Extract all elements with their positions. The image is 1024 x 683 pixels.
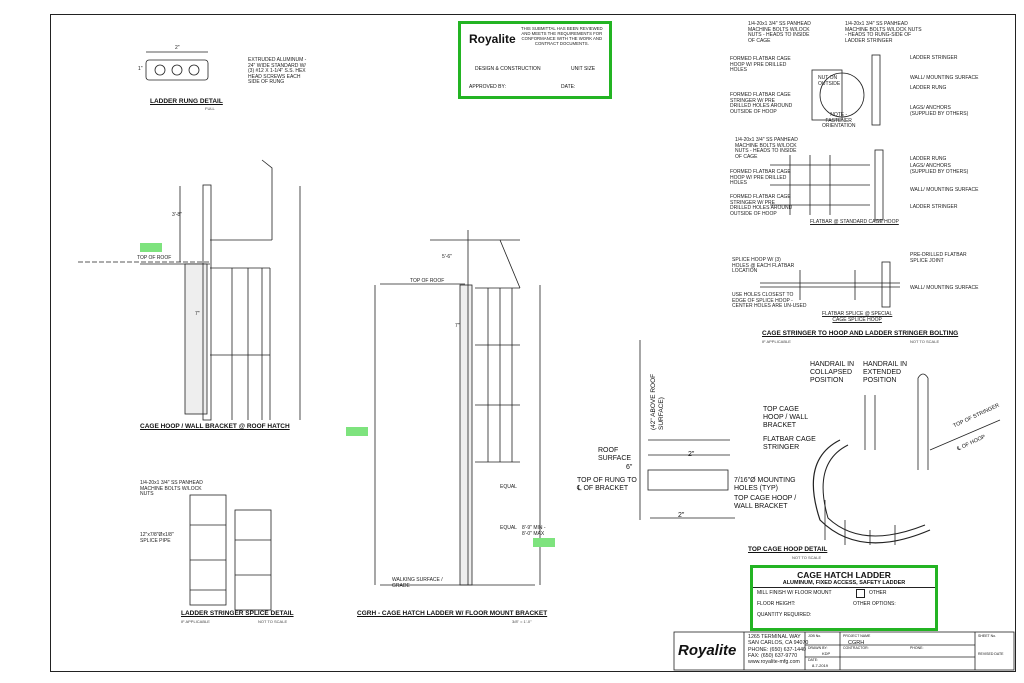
lags-label-2: LAGS/ ANCHORS (SUPPLIED BY OTHERS): [910, 163, 969, 175]
above-roof-label: (42" ABOVE ROOF SURFACE): [650, 373, 665, 430]
floor-height-label: FLOOR HEIGHT:: [757, 601, 796, 607]
mill-finish-option[interactable]: MILL FINISH W/ FLOOR MOUNT: [757, 590, 832, 596]
unit-size-option[interactable]: UNIT SIZE: [571, 66, 596, 72]
top-hoop-nts: NOT TO SCALE: [792, 555, 822, 560]
cgrh-walking-surface: WALKING SURFACE / GRADE: [392, 577, 443, 589]
rung-profile: [145, 59, 209, 81]
drawn-by-value: KDP: [822, 651, 831, 656]
cgrh-dim-2: 7": [455, 323, 460, 329]
formed-stringer-label-2: FORMED FLATBAR CAGE STRINGER W/ PRE DRIL…: [730, 194, 793, 217]
flatbar-stringer-label: FLATBAR CAGE STRINGER: [763, 436, 816, 451]
bolts-top-note: 1/4-20x1 3/4" SS PANHEAD MACHINE BOLTS W…: [748, 21, 811, 44]
date-label: DATE:: [561, 84, 576, 90]
fastener-orientation-note: NOTE - FASTENER ORIENTATION: [822, 112, 856, 130]
product-subtitle: ALUMINUM, FIXED ACCESS, SAFETY LADDER: [753, 580, 935, 588]
splice-if-applicable: IF APPLICABLE: [181, 619, 210, 624]
cgrh-title: CGRH - CAGE HATCH LADDER W/ FLOOR MOUNT …: [357, 610, 548, 617]
company-address: 1265 TERMINAL WAY SAN CARLOS, CA 94070 P…: [748, 634, 809, 666]
hoop-dim-2b: 2": [678, 512, 685, 519]
splice-hoop-label: SPLICE HOOP W/ (3) HOLES @ EACH FLATBAR …: [732, 257, 795, 275]
cgrh-min-max: 8'-9" MIN - 8'-0" MAX: [522, 525, 546, 537]
hoop-dim-6: 6": [626, 464, 633, 471]
bolts-mid-note: 1/4-20x1 3/4" SS PANHEAD MACHINE BOLTS W…: [735, 137, 798, 160]
formed-hoop-label-2: FORMED FLATBAR CAGE HOOP W/ PRE DRILLED …: [730, 169, 791, 187]
other-option[interactable]: OTHER: [869, 590, 887, 596]
roof-hatch-dim: 3'-8": [172, 212, 182, 218]
drawn-by-label: DRAWN BY:: [808, 646, 828, 650]
predrilled-label: PRE-DRILLED FLATBAR SPLICE JOINT: [910, 252, 967, 264]
job-no-label: JOB No.: [808, 634, 822, 638]
ladder-rung-label: LADDER RUNG: [910, 85, 947, 91]
top-cage-bracket-label: TOP CAGE HOOP / WALL BRACKET: [734, 495, 797, 510]
bolting-title: CAGE STRINGER TO HOOP AND LADDER STRINGE…: [762, 330, 959, 337]
other-options-label: OTHER OPTIONS:: [853, 601, 896, 607]
phone-label: PHONE:: [910, 646, 924, 650]
lags-label: LAGS/ ANCHORS (SUPPLIED BY OTHERS): [910, 105, 969, 117]
roof-hatch-top-of-roof: TOP OF ROOF: [137, 255, 172, 261]
wall-surface-label-3: WALL/ MOUNTING SURFACE: [910, 285, 979, 291]
contractor-label: CONTRACTOR:: [843, 646, 869, 650]
project-name-value: CGRH: [848, 640, 865, 646]
project-name-label: PROJECT NAME: [843, 634, 871, 638]
ladder-stringer-label: LADDER STRINGER: [910, 55, 958, 61]
bolting-nts: NOT TO SCALE: [910, 339, 940, 344]
rung-height-dim: 1": [138, 66, 143, 72]
date-label-tb: DATE:: [808, 658, 819, 662]
bolting-if-applicable: IF APPLICABLE: [762, 339, 791, 344]
roof-hatch-dim-2: 7": [195, 311, 200, 317]
rung-note: EXTRUDED ALUMINUM - 24" WIDE STANDARD W/…: [248, 57, 307, 86]
formed-hoop-label: FORMED FLATBAR CAGE HOOP W/ PRE DRILLED …: [730, 56, 791, 74]
wall-surface-label-2: WALL/ MOUNTING SURFACE: [910, 187, 979, 193]
highlight-marker-2: [346, 427, 368, 436]
royalite-logo: Royalite: [469, 32, 516, 46]
bolts-rung-note: 1/4-20x1 3/4" SS PANHEAD MACHINE BOLTS W…: [845, 21, 922, 44]
title-block-logo: Royalite: [678, 642, 737, 659]
quantity-label: QUANTITY REQUIRED:: [757, 612, 812, 618]
use-holes-label: USE HOLES CLOSEST TO EDGE OF SPLICE HOOP…: [732, 292, 807, 310]
product-title: CAGE HATCH LADDER: [797, 570, 891, 580]
top-cage-hoop-label: TOP CAGE HOOP / WALL BRACKET: [763, 406, 809, 429]
rung-width-dim: 2": [175, 45, 180, 51]
cgrh-equal-2: EQUAL: [500, 525, 517, 531]
cgrh-scale: 3/8" = 1'-0": [512, 619, 532, 624]
mounting-holes-label: 7/16"Ø MOUNTING HOLES (TYP): [734, 477, 796, 492]
rung-detail-scale: FULL: [205, 106, 215, 111]
roof-surface-label: ROOF SURFACE: [598, 447, 632, 462]
splice-pipe-label: 12"x7/8"Øx1/8" SPLICE PIPE: [140, 532, 174, 544]
nut-outside-label: NUT ON OUTSIDE: [818, 75, 841, 87]
other-checkbox[interactable]: [856, 589, 865, 598]
revised-date-label: REVISED DATE: [978, 652, 1004, 656]
splice-bolts-note: 1/4-20x1 3/4" SS PANHEAD MACHINE BOLTS W…: [140, 480, 203, 498]
ladder-rung-label-2: LADDER RUNG: [910, 156, 947, 162]
highlight-marker-3: [533, 538, 555, 547]
rung-detail-title: LADDER RUNG DETAIL: [150, 98, 223, 105]
flatbar-special-caption: FLATBAR SPLICE @ SPECIAL CAGE SPLICE HOO…: [822, 311, 893, 323]
cgrh-equal-1: EQUAL: [500, 484, 517, 490]
handrail-collapsed-label: HANDRAIL IN COLLAPSED POSITION: [810, 361, 855, 384]
formed-stringer-label: FORMED FLATBAR CAGE STRINGER W/ PRE DRIL…: [730, 92, 793, 115]
design-construction-option[interactable]: DESIGN & CONSTRUCTION: [475, 66, 541, 72]
approval-stamp: Royalite THIS SUBMITTAL HAS BEEN REVIEWE…: [458, 21, 612, 99]
highlight-marker: [140, 243, 162, 252]
cgrh-top-of-roof: TOP OF ROOF: [410, 278, 445, 284]
ladder-stringer-label-2: LADDER STRINGER: [910, 204, 958, 210]
approval-statement: THIS SUBMITTAL HAS BEEN REVIEWED AND MEE…: [521, 26, 603, 46]
product-box: CAGE HATCH LADDER ALUMINUM, FIXED ACCESS…: [750, 565, 938, 631]
splice-title: LADDER STRINGER SPLICE DETAIL: [181, 610, 294, 617]
date-value: 8-7-2019: [812, 663, 829, 668]
splice-nts: NOT TO SCALE: [258, 619, 288, 624]
hoop-dim-2a: 2": [688, 451, 695, 458]
top-of-rung-label: TOP OF RUNG TO ℄ OF BRACKET: [577, 477, 637, 492]
wall-surface-label: WALL/ MOUNTING SURFACE: [910, 75, 979, 81]
roof-hatch-title: CAGE HOOP / WALL BRACKET @ ROOF HATCH: [140, 423, 290, 430]
handrail-extended-label: HANDRAIL IN EXTENDED POSITION: [863, 361, 908, 384]
top-hoop-title: TOP CAGE HOOP DETAIL: [748, 546, 828, 553]
sheet-no-label: SHEET No.: [978, 634, 997, 638]
flatbar-standard-caption: FLATBAR @ STANDARD CAGE HOOP: [810, 219, 899, 225]
cgrh-dim: 5'-6": [442, 254, 452, 260]
approved-by-label: APPROVED BY:: [469, 84, 506, 90]
